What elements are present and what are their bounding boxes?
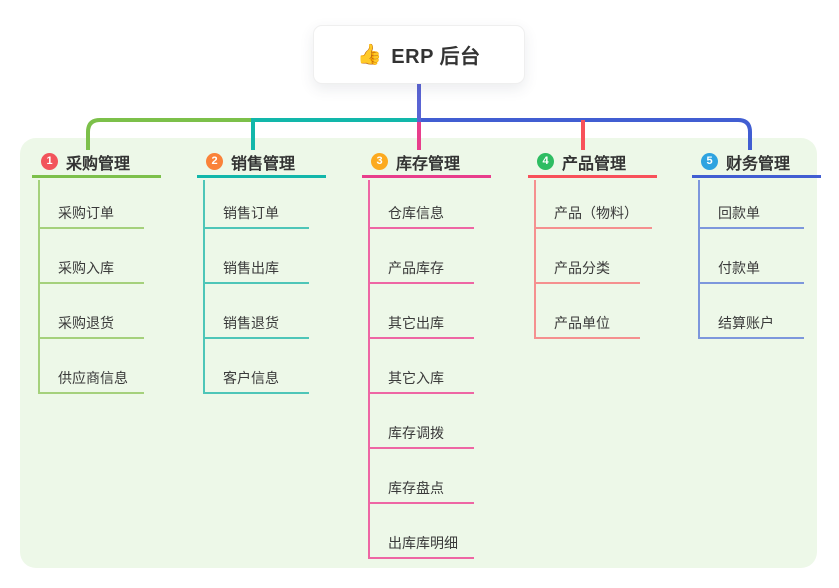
sub-topic[interactable]: 出库库明细 — [368, 534, 474, 559]
sub-topic[interactable]: 采购订单 — [38, 204, 144, 229]
branch-title: 采购管理 — [66, 155, 131, 173]
sub-topic[interactable]: 产品库存 — [368, 259, 474, 284]
sub-topic[interactable]: 销售订单 — [203, 204, 309, 229]
sub-topic[interactable]: 采购退货 — [38, 314, 144, 339]
branch-title: 库存管理 — [396, 155, 461, 173]
root-topic[interactable]: 👍 ERP 后台 — [313, 25, 525, 84]
branch-topic-5[interactable]: 5 财务管理 — [692, 148, 821, 178]
branch-subtree-line — [368, 180, 370, 559]
sub-topic[interactable]: 产品（物料） — [534, 204, 652, 229]
root-topic-title: ERP 后台 — [391, 46, 481, 68]
sub-topic[interactable]: 付款单 — [698, 259, 804, 284]
priority-badge: 5 — [701, 153, 718, 170]
branch-title: 财务管理 — [726, 155, 791, 173]
sub-topic[interactable]: 库存盘点 — [368, 479, 474, 504]
priority-badge: 4 — [537, 153, 554, 170]
branch-topic-4[interactable]: 4 产品管理 — [528, 148, 657, 178]
thumbs-up-icon: 👍 — [357, 43, 383, 66]
sub-topic[interactable]: 采购入库 — [38, 259, 144, 284]
branches-panel — [20, 138, 817, 568]
branch-topic-3[interactable]: 3 库存管理 — [362, 148, 491, 178]
priority-badge: 2 — [206, 153, 223, 170]
sub-topic[interactable]: 结算账户 — [698, 314, 804, 339]
sub-topic[interactable]: 产品单位 — [534, 314, 640, 339]
sub-topic[interactable]: 仓库信息 — [368, 204, 474, 229]
branch-subtree-line — [38, 180, 40, 394]
sub-topic[interactable]: 其它出库 — [368, 314, 474, 339]
branch-subtree-line — [534, 180, 536, 339]
branch-topic-2[interactable]: 2 销售管理 — [197, 148, 326, 178]
sub-topic[interactable]: 其它入库 — [368, 369, 474, 394]
sub-topic[interactable]: 客户信息 — [203, 369, 309, 394]
priority-badge: 1 — [41, 153, 58, 170]
priority-badge: 3 — [371, 153, 388, 170]
branch-title: 产品管理 — [562, 155, 627, 173]
sub-topic[interactable]: 回款单 — [698, 204, 804, 229]
sub-topic[interactable]: 库存调拨 — [368, 424, 474, 449]
sub-topic[interactable]: 产品分类 — [534, 259, 640, 284]
branch-subtree-line — [203, 180, 205, 394]
branch-subtree-line — [698, 180, 700, 339]
sub-topic[interactable]: 销售退货 — [203, 314, 309, 339]
branch-title: 销售管理 — [231, 155, 296, 173]
sub-topic[interactable]: 供应商信息 — [38, 369, 144, 394]
branch-topic-1[interactable]: 1 采购管理 — [32, 148, 161, 178]
sub-topic[interactable]: 销售出库 — [203, 259, 309, 284]
